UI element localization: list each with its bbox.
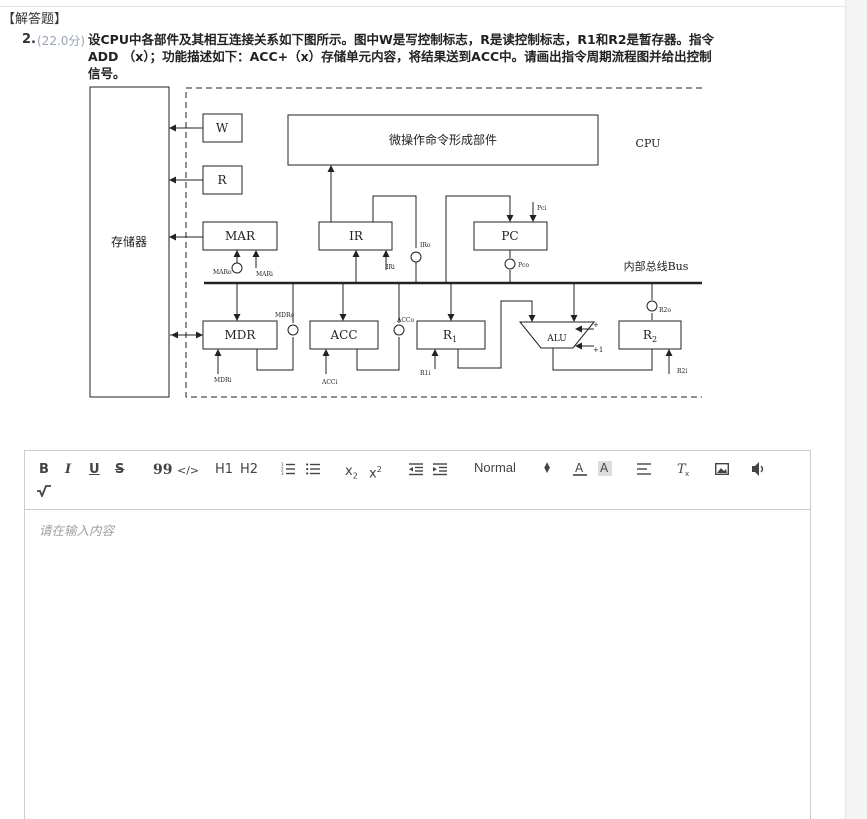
superscript-button[interactable]: x2	[369, 465, 382, 482]
gate-iro	[410, 251, 422, 263]
sig-pco: Pco	[518, 262, 529, 269]
underline-button[interactable]: U	[89, 462, 100, 477]
question-score: (22.0分)	[37, 34, 86, 48]
svg-text:3: 3	[281, 471, 284, 476]
memory-label: 存储器	[111, 234, 147, 249]
mdr-label: MDR	[225, 328, 257, 342]
r1-sub: 1	[452, 335, 457, 344]
audio-icon[interactable]	[751, 461, 765, 477]
header-select[interactable]: Normal ▲▼	[474, 460, 554, 478]
sig-mdri: MDRi	[214, 377, 231, 384]
sig-r2i: R2i	[677, 368, 687, 375]
gate-maro	[231, 262, 243, 274]
alu-plus: +	[593, 321, 599, 329]
bold-button[interactable]: B	[39, 462, 49, 477]
acc-label: ACC	[329, 328, 357, 342]
mdr-box	[202, 320, 278, 350]
gate-r2o	[646, 300, 658, 312]
r1-label: R1	[443, 328, 457, 344]
sig-acco: ACCo	[396, 317, 415, 324]
question-line: ADD （x）；功能描述如下：ACC+（x）存储单元内容，将结果送到ACC中。请…	[88, 49, 712, 64]
acc-box	[309, 320, 379, 350]
pc-label: PC	[501, 229, 518, 243]
r1-box	[416, 320, 486, 350]
question-number: 2.	[22, 32, 36, 47]
r2-label: R2	[643, 328, 657, 344]
sig-acci: ACCi	[321, 379, 338, 386]
cpu-diagram: 存储器 W R 微操作命令形成部件 CPU MAR IR PC 内部总线Bus …	[89, 86, 702, 398]
italic-button[interactable]: I	[65, 462, 72, 477]
micro-unit-label: 微操作命令形成部件	[389, 132, 497, 147]
mar-label: MAR	[225, 229, 256, 243]
indent-icon[interactable]	[433, 463, 447, 476]
question-line: 信号。	[88, 66, 126, 81]
question-text: 设CPU中各部件及其相互连接关系如下图所示。图中W是写控制标志，R是读控制标志，…	[88, 31, 728, 82]
svg-text:x: x	[685, 470, 689, 477]
micro-unit-box	[287, 114, 599, 166]
ir-label: IR	[349, 229, 364, 243]
svg-text:A: A	[600, 461, 609, 475]
r1-main: R	[443, 328, 453, 342]
editor-content[interactable]: 请在输入内容	[25, 510, 810, 810]
h1-button[interactable]: H1	[215, 462, 234, 477]
top-divider	[0, 6, 845, 7]
image-icon[interactable]	[715, 463, 729, 475]
alu-plus1: +1	[593, 346, 603, 354]
ordered-list-icon[interactable]: 123	[281, 462, 295, 476]
svg-text:1: 1	[281, 462, 284, 467]
alu-label: ALU	[546, 334, 567, 344]
sig-mdro: MDRo	[275, 312, 294, 319]
strike-button[interactable]: S	[115, 462, 125, 477]
sig-r2o: R2o	[659, 307, 671, 314]
header-select-value: Normal	[474, 460, 516, 475]
r2-box	[618, 320, 682, 350]
w-label: W	[216, 121, 229, 135]
svg-text:2: 2	[281, 467, 284, 472]
sig-iro: IRo	[420, 242, 431, 249]
svg-text:A: A	[575, 461, 584, 475]
align-icon[interactable]	[637, 463, 651, 476]
section-tag: 【解答题】	[2, 12, 68, 27]
question-line: 设CPU中各部件及其相互连接关系如下图所示。图中W是写控制标志，R是读控制标志，…	[88, 32, 715, 47]
sig-r1i: R1i	[420, 370, 430, 377]
cpu-boundary	[185, 87, 702, 398]
outdent-icon[interactable]	[409, 463, 423, 476]
alu-shape	[518, 321, 596, 349]
clear-format-icon[interactable]: T x	[677, 461, 691, 477]
cpu-label: CPU	[636, 137, 661, 150]
text-color-icon[interactable]: A	[573, 461, 587, 477]
select-caret-icon: ▲▼	[542, 460, 552, 476]
r-label: R	[217, 173, 227, 187]
right-scroll-gutter[interactable]	[845, 0, 867, 819]
memory-box	[89, 86, 170, 398]
r2-sub: 2	[652, 335, 657, 344]
subscript-button[interactable]: x2	[345, 464, 358, 481]
code-block-button[interactable]: </>	[177, 464, 200, 477]
formula-icon[interactable]	[37, 485, 51, 497]
h2-button[interactable]: H2	[240, 462, 259, 477]
bus-label: 内部总线Bus	[624, 259, 689, 273]
sig-iri: IRi	[386, 264, 395, 271]
gate-acco	[393, 324, 405, 336]
sig-mari: MARi	[256, 271, 273, 278]
r2-main: R	[643, 328, 653, 342]
gate-pco	[504, 258, 516, 270]
gate-mdro	[287, 324, 299, 336]
background-color-icon[interactable]: A	[598, 461, 612, 477]
editor-placeholder: 请在输入内容	[39, 523, 115, 538]
sig-maro: MARo	[213, 269, 232, 276]
bullet-list-icon[interactable]	[306, 462, 320, 476]
blockquote-button[interactable]: 99	[153, 462, 173, 478]
sig-pci: Pci	[537, 205, 546, 212]
svg-text:T: T	[677, 462, 687, 477]
